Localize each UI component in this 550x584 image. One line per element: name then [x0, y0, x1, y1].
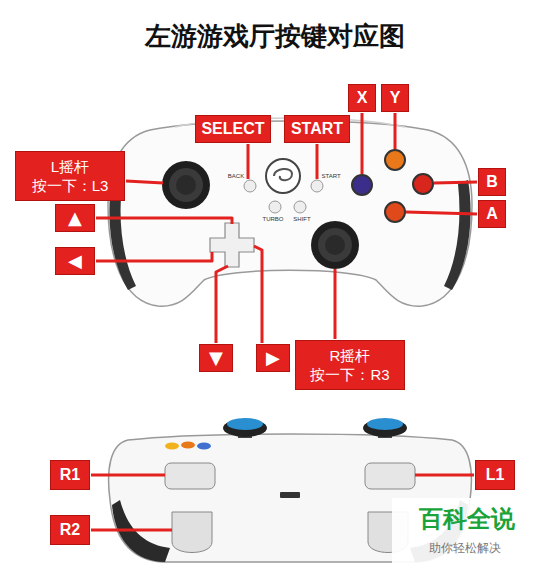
callout-label: L1 [486, 466, 505, 484]
callout-box: ▼ [199, 344, 233, 372]
leader-line [361, 113, 364, 174]
face-button [385, 150, 405, 170]
callout-box: X [348, 84, 376, 112]
watermark-text: 百科全说 [419, 503, 515, 535]
leader-line [91, 474, 165, 477]
callout-label: ▶ [266, 348, 280, 369]
face-button [352, 175, 372, 195]
leader-line [254, 246, 262, 343]
callout-box: L摇杆 按一下：L3 [15, 151, 125, 201]
callout-box: ▲ [55, 204, 95, 232]
leader-line [334, 269, 337, 339]
callout-label: ▲ [68, 208, 82, 229]
button-marking: TURBO [263, 216, 284, 222]
controller-grip [444, 180, 471, 290]
leader-line [434, 182, 477, 183]
right-stick [311, 221, 359, 269]
face-button [385, 202, 405, 222]
leader-line [96, 218, 232, 224]
callout-label: R1 [60, 466, 80, 484]
leader-lines [91, 113, 477, 530]
trigger [172, 512, 212, 553]
shoulder-bumper [365, 463, 415, 489]
small-button [294, 201, 306, 213]
watermark-text: 助你轻松解决 [429, 540, 501, 557]
callout-label: A [486, 205, 498, 223]
callout-label: ◀ [68, 251, 82, 272]
face-button [197, 443, 211, 450]
watermark-ground [392, 498, 544, 564]
callout-box: B [478, 168, 506, 196]
leader-line [415, 474, 474, 477]
callout-label: R摇杆 按一下：R3 [304, 346, 396, 385]
face-button [181, 442, 195, 449]
shoulder-bumper [165, 463, 215, 489]
diagram-title: 左游游戏厅按键对应图 [145, 19, 405, 54]
leader-line [247, 144, 250, 179]
callout-label: Y [390, 89, 401, 107]
callout-box: L1 [475, 460, 515, 490]
leader-line [406, 212, 477, 214]
logo-mark [274, 169, 292, 180]
leader-line [216, 266, 228, 343]
callout-box: Y [381, 84, 409, 112]
button-marking: START [321, 173, 340, 179]
leader-line [394, 113, 397, 149]
callout-box: SELECT [195, 115, 271, 143]
callout-label: X [357, 89, 368, 107]
leader-line [316, 144, 319, 179]
stick-cap [223, 418, 267, 438]
callout-label: B [486, 173, 498, 191]
usb-port [280, 492, 300, 498]
leader-line [91, 529, 172, 532]
stick-cap [363, 418, 407, 438]
logo-button [266, 159, 300, 193]
button-marking: SHIFT [293, 216, 310, 222]
callout-box: A [478, 200, 506, 228]
face-button [165, 443, 179, 450]
callout-box: R1 [50, 460, 90, 490]
callout-box: ▶ [256, 344, 290, 372]
callout-label: R2 [60, 521, 80, 539]
callout-box: START [284, 115, 350, 143]
callout-label: ▼ [209, 348, 223, 369]
face-button [413, 174, 433, 194]
left-stick [162, 161, 210, 209]
small-button [311, 180, 323, 192]
small-button [244, 180, 256, 192]
leader-line [96, 252, 212, 261]
callout-label: L摇杆 按一下：L3 [24, 157, 116, 196]
small-button [269, 201, 281, 213]
callout-box: R摇杆 按一下：R3 [295, 340, 405, 390]
d-pad [210, 223, 254, 267]
callout-label: START [291, 120, 343, 138]
button-marking: BACK [228, 173, 244, 179]
callout-box: ◀ [55, 247, 95, 275]
leader-line [126, 181, 163, 183]
callout-label: SELECT [201, 120, 264, 138]
callout-box: R2 [50, 515, 90, 545]
